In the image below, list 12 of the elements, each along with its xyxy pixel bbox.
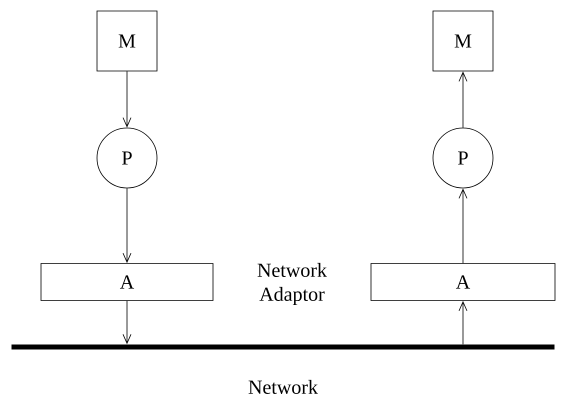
- arrow: [458, 300, 468, 345]
- adaptor-box: A: [370, 263, 556, 301]
- adaptor-box: A: [40, 263, 214, 301]
- arrow: [122, 300, 132, 344]
- arrow: [458, 188, 468, 264]
- network-line: Network: [12, 344, 554, 394]
- arrow: [122, 188, 132, 264]
- module-box: M: [96, 10, 158, 72]
- module-box: M: [432, 10, 494, 72]
- arrow: [122, 71, 132, 128]
- side-label: Network Adaptor: [258, 262, 327, 306]
- arrow: [458, 71, 468, 128]
